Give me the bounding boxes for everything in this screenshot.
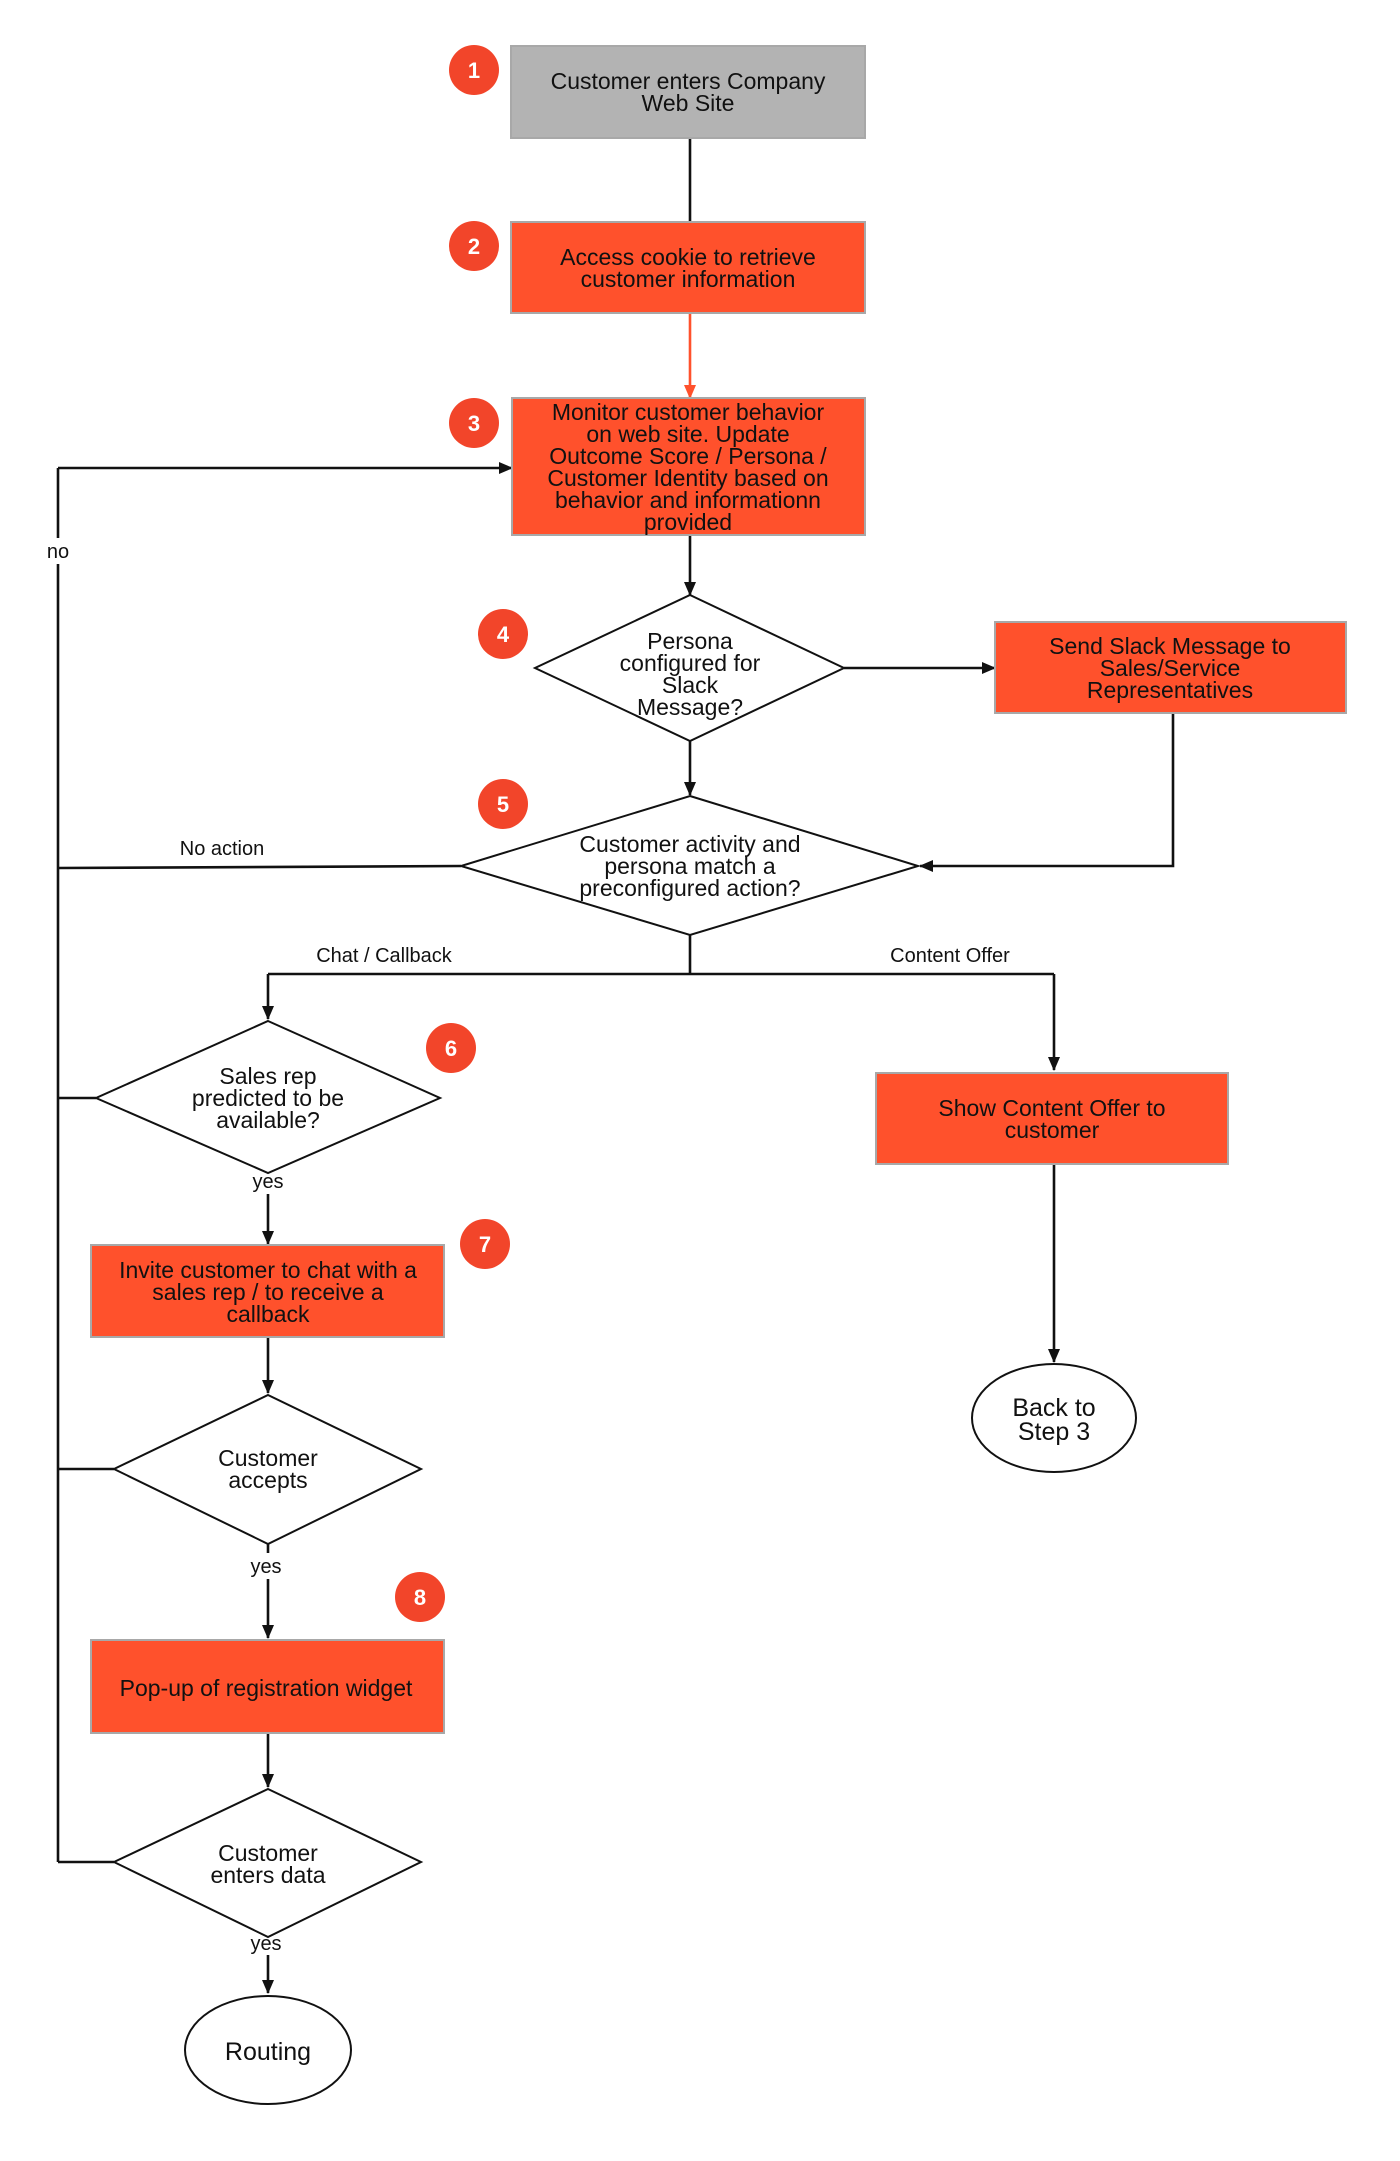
- node-slack-message-text-line: Send Slack Message to: [1049, 633, 1291, 659]
- node-monitor-text-line: provided: [644, 509, 732, 535]
- step-badge-8: [395, 1572, 445, 1622]
- label-no: no: [47, 541, 69, 563]
- step-badge-4-number: 4: [497, 622, 510, 647]
- node-cookie-text-line: Access cookie to retrieve: [560, 244, 816, 270]
- node-slack-message: [994, 621, 1347, 714]
- label-content-offer: Content Offer: [890, 945, 1010, 967]
- node-back-to-step3: [971, 1363, 1137, 1473]
- node-activity-match-text-line: preconfigured action?: [579, 875, 800, 901]
- node-invite: [90, 1244, 445, 1338]
- step-badge-8-number: 8: [414, 1585, 426, 1610]
- node-accepts-text-line: Customer: [218, 1445, 318, 1471]
- node-enters-data-text-line: Customer: [218, 1840, 318, 1866]
- node-enters-data-text-line: enters data: [210, 1862, 325, 1888]
- step-badge-3: [449, 398, 499, 448]
- node-monitor: [511, 397, 866, 536]
- node-routing: [184, 1995, 352, 2105]
- node-sales-rep: [93, 1019, 443, 1175]
- step-badge-3-number: 3: [468, 411, 480, 436]
- step-badge-7-number: 7: [479, 1232, 491, 1257]
- node-invite-text-line: callback: [226, 1301, 310, 1327]
- node-popup: [90, 1639, 445, 1734]
- edges: [56, 138, 1175, 1994]
- label-chat-callback: Chat / Callback: [316, 945, 453, 967]
- node-invite-text-line: sales rep / to receive a: [152, 1279, 384, 1305]
- node-cookie: [510, 221, 866, 314]
- node-cookie-text-line: customer information: [581, 266, 796, 292]
- node-slack-message-text-line: Representatives: [1087, 677, 1253, 703]
- node-sales-rep-text-line: predicted to be: [192, 1085, 344, 1111]
- node-activity-match-text-line: Customer activity and: [579, 831, 800, 857]
- node-invite-text-line: Invite customer to chat with a: [119, 1257, 417, 1283]
- label-yes-data: yes: [250, 1933, 281, 1955]
- node-slack-message-text-line: Sales/Service: [1100, 655, 1241, 681]
- node-activity-match: [457, 794, 922, 937]
- node-persona-slack-text-line: Message?: [637, 694, 743, 720]
- node-persona-slack: [532, 593, 847, 743]
- node-monitor-text-line: Monitor customer behavior: [552, 399, 825, 425]
- step-badge-1-number: 1: [468, 58, 480, 83]
- step-badge-2: [449, 221, 499, 271]
- edge-slack-to-activity: [919, 713, 1175, 872]
- step-badge-5-number: 5: [497, 792, 509, 817]
- node-activity-match-text-line: persona match a: [604, 853, 776, 879]
- node-popup-text: Pop-up of registration widget: [120, 1675, 413, 1701]
- node-sales-rep-text-line: available?: [216, 1107, 320, 1133]
- node-content-offer-text-line: Show Content Offer to: [938, 1095, 1165, 1121]
- node-persona-slack-text-line: Persona: [647, 628, 733, 654]
- node-persona-slack-text-line: Slack: [662, 672, 719, 698]
- node-enters-data: [111, 1787, 424, 1939]
- node-routing-text: Routing: [225, 2038, 311, 2066]
- label-yes-accepts: yes: [250, 1556, 281, 1578]
- node-accepts: [111, 1393, 424, 1546]
- node-content-offer: [875, 1072, 1229, 1165]
- node-back-to-step3-text-line: Back to: [1012, 1394, 1095, 1422]
- step-badge-5: [478, 779, 528, 829]
- step-badge-2-number: 2: [468, 234, 480, 259]
- node-back-to-step3-text-line: Step 3: [1018, 1418, 1090, 1446]
- edge-labels: no No action Chat / Callback Content Off…: [40, 538, 1010, 1955]
- node-start: [510, 45, 866, 139]
- node-monitor-text-line: Customer Identity based on: [547, 465, 828, 491]
- node-persona-slack-text-line: configured for: [620, 650, 761, 676]
- node-accepts-text-line: accepts: [228, 1467, 307, 1493]
- step-badge-6-number: 6: [445, 1036, 457, 1061]
- edge-activity-no-action: [57, 864, 462, 870]
- node-monitor-text-line: on web site. Update: [586, 421, 789, 447]
- step-badges: 1 2 3 4 5 6 7 8: [395, 45, 528, 1622]
- step-badge-1: [449, 45, 499, 95]
- node-start-text-line: Customer enters Company: [551, 68, 826, 94]
- step-badge-4: [478, 609, 528, 659]
- node-monitor-text-line: Outcome Score / Persona /: [549, 443, 827, 469]
- step-badge-7: [460, 1219, 510, 1269]
- step-badge-6: [426, 1023, 476, 1073]
- node-routing-text-line: Routing: [225, 2038, 311, 2066]
- node-popup-text-line: Pop-up of registration widget: [120, 1675, 413, 1701]
- node-monitor-text-line: behavior and informationn: [555, 487, 821, 513]
- label-no-action: No action: [180, 838, 265, 860]
- label-yes-available: yes: [252, 1171, 283, 1193]
- node-sales-rep-text-line: Sales rep: [219, 1063, 316, 1089]
- node-start-text-line: Web Site: [642, 90, 735, 116]
- node-content-offer-text-line: customer: [1005, 1117, 1100, 1143]
